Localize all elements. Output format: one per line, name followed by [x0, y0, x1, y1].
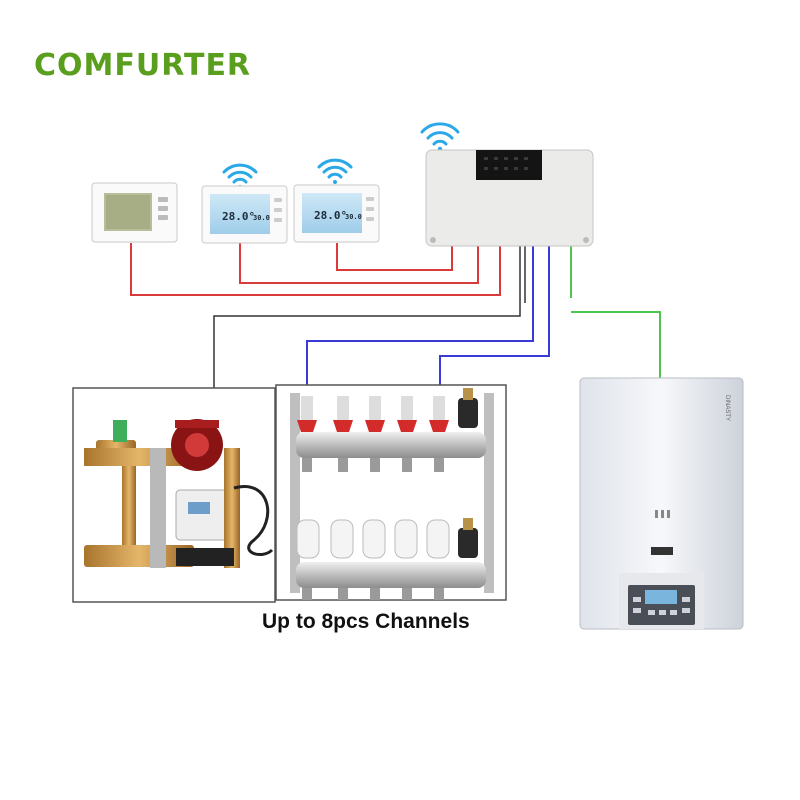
thermostat-wifi-1: 28.0° 30.0 [201, 163, 288, 244]
flow-meters [297, 396, 449, 432]
air-vents [458, 388, 478, 558]
channels-caption: Up to 8pcs Channels [262, 610, 470, 633]
wire-red-thermostat-3 [336, 243, 453, 271]
svg-text:30.0: 30.0 [345, 213, 362, 221]
thermostat-wires [130, 243, 501, 296]
boiler-wire [570, 245, 661, 378]
manifold [275, 384, 507, 601]
boiler: DINASTY [579, 377, 744, 630]
wire-red-thermostat-1 [130, 243, 501, 296]
wifi-icon [420, 122, 460, 152]
svg-text:30.0: 30.0 [253, 214, 270, 222]
svg-text:28.0°: 28.0° [222, 210, 255, 223]
thermostat-wifi-2: 28.0° 30.0 [293, 158, 380, 243]
boiler-brand: DINASTY [724, 395, 730, 421]
thermostat-wired [91, 182, 178, 243]
brand-logo: COMFURTER [34, 48, 252, 83]
pump-wire [213, 245, 526, 395]
svg-text:28.0°: 28.0° [314, 209, 347, 222]
wifi-icon [317, 158, 353, 184]
actuators [296, 519, 450, 559]
wire-red-thermostat-2 [239, 243, 479, 284]
pump-mixing-unit [72, 387, 276, 603]
wifi-icon [222, 163, 258, 189]
control-hub [420, 122, 594, 247]
